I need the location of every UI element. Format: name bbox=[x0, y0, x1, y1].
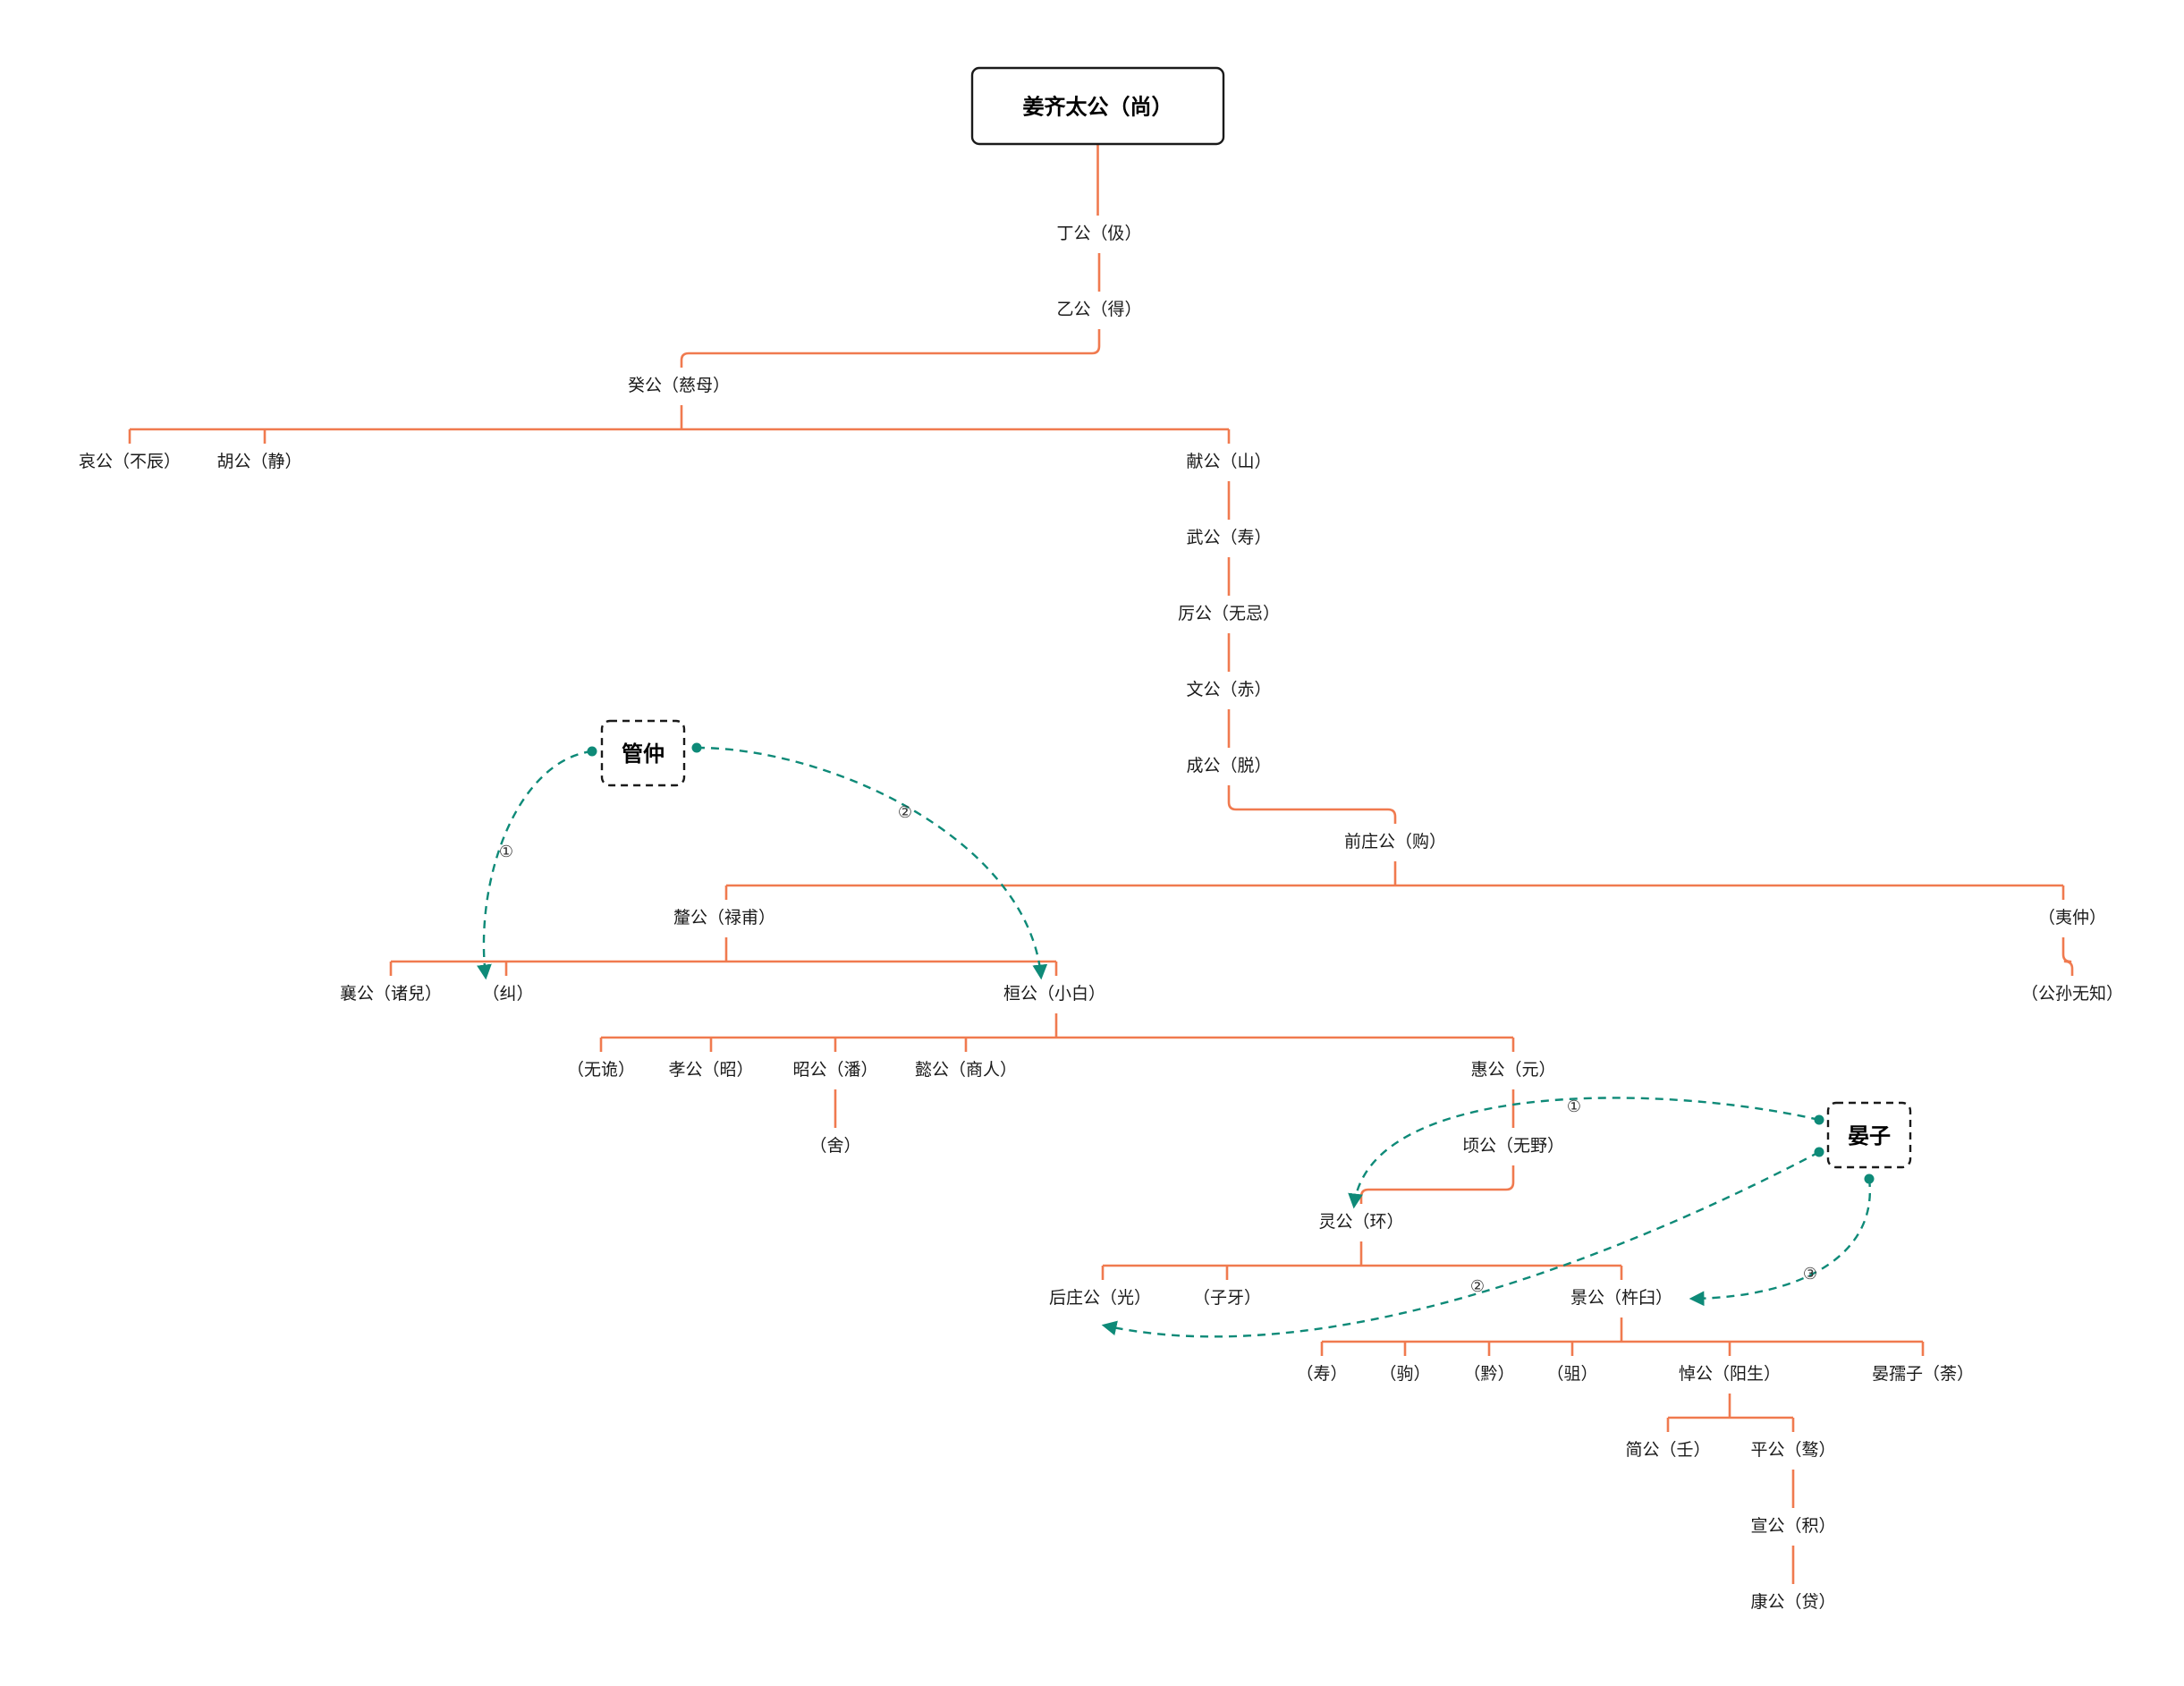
node-xi: 釐公（禄甫） bbox=[673, 908, 775, 928]
advisor-link-guanzhong-jiu: ① bbox=[477, 746, 597, 980]
connector-cheng-qianzhuang bbox=[1227, 785, 1397, 824]
advisor-anchor-dot bbox=[1814, 1114, 1824, 1125]
node-anruzi: 晏孺子（荼） bbox=[1872, 1364, 1974, 1384]
advisor-step-label: ① bbox=[1567, 1097, 1581, 1116]
node-qian: （黔） bbox=[1463, 1364, 1514, 1384]
node-ding: 丁公（伋） bbox=[1056, 224, 1141, 243]
advisor-box bbox=[1826, 1101, 1912, 1169]
node-ziya: （子牙） bbox=[1193, 1288, 1261, 1308]
advisor-curve bbox=[1689, 1178, 1872, 1307]
advisor-link-yanzi-jing: ③ bbox=[1689, 1173, 1875, 1307]
node-ping: 平公（骜） bbox=[1750, 1440, 1835, 1460]
node-cheng: 成公（脱） bbox=[1186, 756, 1271, 775]
node-gongsun: （公孙无知） bbox=[2021, 984, 2123, 1004]
advisor-step-label: ② bbox=[1470, 1277, 1485, 1296]
node-xuan: 宣公（积） bbox=[1750, 1516, 1835, 1536]
node-gui: 癸公（慈母） bbox=[628, 376, 730, 395]
node-dao: 悼公（阳生） bbox=[1679, 1364, 1781, 1384]
advisor-anchor-dot bbox=[1864, 1173, 1875, 1184]
node-zhao: 昭公（潘） bbox=[792, 1060, 877, 1080]
advisor-box bbox=[600, 719, 686, 787]
node-yizhong: （夷仲） bbox=[2038, 908, 2106, 928]
node-yi: 乙公（得） bbox=[1056, 300, 1141, 319]
advisor-curve bbox=[477, 750, 593, 980]
node-xiao: 孝公（昭） bbox=[668, 1060, 753, 1080]
node-xian: 献公（山） bbox=[1186, 452, 1271, 471]
node-wu: 武公（寿） bbox=[1186, 528, 1271, 547]
node-xiang: 襄公（诸兒） bbox=[340, 984, 442, 1004]
advisor-yanzi: 晏子 bbox=[1826, 1101, 1912, 1169]
node-jing: 景公（杵臼） bbox=[1570, 1288, 1672, 1308]
advisor-label: 晏子 bbox=[1848, 1123, 1891, 1148]
advisor-curve bbox=[1348, 1097, 1820, 1209]
node-ai: 哀公（不辰） bbox=[79, 452, 181, 471]
advisor-guanzhong: 管仲 bbox=[600, 719, 686, 787]
connector-yi-gui bbox=[680, 329, 1101, 368]
advisor-label: 管仲 bbox=[622, 741, 665, 767]
node-houzhuang: 后庄公（光） bbox=[1049, 1288, 1151, 1308]
advisor-connector-lines: ① ② ① ② ③ bbox=[477, 742, 1875, 1338]
advisor-anchor-dot bbox=[587, 746, 597, 757]
node-she: （舍） bbox=[809, 1136, 860, 1156]
advisor-anchor-dot bbox=[691, 742, 702, 753]
node-wugui: （无诡） bbox=[567, 1060, 635, 1080]
advisor-curve bbox=[1101, 1150, 1820, 1338]
advisor-step-label: ③ bbox=[1803, 1265, 1817, 1284]
node-hui: 惠公（元） bbox=[1470, 1060, 1555, 1080]
tree-connector-lines bbox=[128, 144, 2074, 1584]
advisor-link-yanzi-ling: ① bbox=[1348, 1097, 1824, 1209]
node-jiu: （纠） bbox=[482, 984, 533, 1004]
advisor-anchor-dot bbox=[1814, 1147, 1824, 1157]
node-shou: （寿） bbox=[1296, 1364, 1347, 1384]
node-qing: 顷公（无野） bbox=[1462, 1136, 1564, 1156]
node-hu: 胡公（静） bbox=[216, 452, 301, 471]
advisor-link-guanzhong-huan: ② bbox=[691, 742, 1048, 980]
node-yig: 懿公（商人） bbox=[915, 1060, 1017, 1080]
node-qianzhuang: 前庄公（购） bbox=[1344, 832, 1446, 851]
node-wen: 文公（赤） bbox=[1186, 680, 1271, 699]
advisor-link-yanzi-houzhuang: ② bbox=[1101, 1147, 1824, 1338]
tree-nodes: 姜齐太公（尚） 丁公（伋） 乙公（得） 癸公（慈母） 哀公（不辰） 胡公（静） 献公（山） 武… bbox=[79, 66, 2123, 1612]
node-kang: 康公（贷） bbox=[1750, 1592, 1835, 1612]
node-li: 厉公（无忌） bbox=[1178, 604, 1280, 623]
advisor-curve bbox=[696, 746, 1048, 980]
advisor-step-label: ② bbox=[898, 803, 912, 822]
root-box bbox=[970, 66, 1225, 146]
node-ju: （驹） bbox=[1379, 1364, 1430, 1384]
node-qu: （驵） bbox=[1546, 1364, 1597, 1384]
node-jian: 简公（壬） bbox=[1625, 1440, 1710, 1460]
root-label: 姜齐太公（尚） bbox=[1023, 95, 1173, 120]
node-huan: 桓公（小白） bbox=[1003, 984, 1105, 1004]
advisor-step-label: ① bbox=[499, 843, 513, 861]
node-ling: 灵公（环） bbox=[1318, 1212, 1403, 1232]
connector-qing-ling bbox=[1359, 1165, 1515, 1204]
connector-yizhong-gongsun bbox=[2061, 937, 2074, 976]
root-node: 姜齐太公（尚） bbox=[970, 66, 1225, 146]
